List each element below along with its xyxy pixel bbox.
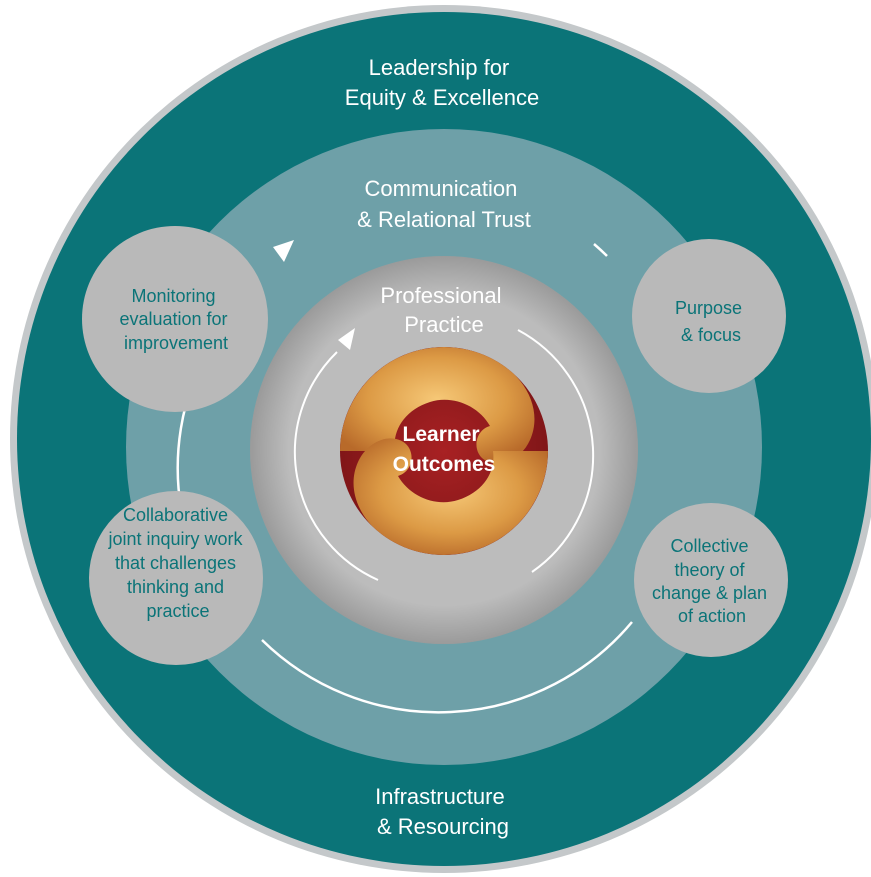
- collaborative-line-5: practice: [146, 601, 209, 621]
- collective-line-2: theory of: [674, 560, 745, 580]
- satellite-collaborative-label: Collaborative joint inquiry work that ch…: [107, 505, 247, 621]
- middle-ring-label: Communication & Relational Trust: [357, 176, 531, 232]
- satellite-monitoring-label: Monitoring evaluation for improvement: [119, 286, 232, 353]
- satellite-collective: [634, 503, 788, 657]
- emblem-gold-top: [340, 347, 535, 464]
- center-line-1: Learner: [403, 423, 480, 446]
- satellite-purpose: [632, 239, 786, 393]
- outer-bottom-line-1: Infrastructure: [375, 784, 505, 809]
- inner-line-2: Practice: [404, 312, 483, 337]
- center-label: Learner Outcomes: [393, 423, 496, 476]
- middle-line-1: Communication: [365, 176, 518, 201]
- monitoring-line-3: improvement: [124, 333, 228, 353]
- collaborative-line-2: joint inquiry work: [107, 529, 243, 549]
- outer-top-line-2: Equity & Excellence: [345, 85, 539, 110]
- outer-bottom-line-2: & Resourcing: [377, 814, 509, 839]
- collaborative-line-3: that challenges: [115, 553, 236, 573]
- collective-line-4: of action: [678, 606, 746, 626]
- center-line-2: Outcomes: [393, 453, 496, 476]
- outer-ring-top-label: Leadership for Equity & Excellence: [345, 55, 539, 110]
- collaborative-line-4: thinking and: [127, 577, 224, 597]
- satellite-collaborative: [89, 491, 263, 665]
- monitoring-line-2: evaluation for: [119, 309, 227, 329]
- middle-line-2: & Relational Trust: [357, 207, 531, 232]
- inner-line-1: Professional: [380, 283, 501, 308]
- outer-ring-bottom-label: Infrastructure & Resourcing: [375, 784, 511, 839]
- purpose-line-1: Purpose: [675, 298, 742, 318]
- outer-top-line-1: Leadership for: [369, 55, 510, 80]
- inner-arc-right: [517, 329, 595, 573]
- learner-outcomes-emblem: [340, 347, 548, 555]
- middle-arc-right: [593, 243, 608, 257]
- inner-arc-left: [293, 351, 379, 581]
- middle-arrowhead-icon: [273, 240, 294, 262]
- inner-arrowhead-icon: [338, 328, 355, 350]
- satellite-monitoring: [82, 226, 268, 412]
- purpose-line-2: & focus: [681, 325, 741, 345]
- monitoring-line-1: Monitoring: [131, 286, 215, 306]
- collective-line-3: change & plan: [652, 583, 767, 603]
- satellite-collective-label: Collective theory of change & plan of ac…: [652, 536, 772, 626]
- satellite-purpose-label: Purpose & focus: [675, 298, 747, 345]
- collaborative-line-1: Collaborative: [123, 505, 228, 525]
- emblem-gold-bottom: [353, 438, 548, 555]
- middle-arc-bottom: [261, 621, 633, 714]
- inner-disc-label: Professional Practice: [380, 283, 507, 337]
- collective-line-1: Collective: [670, 536, 748, 556]
